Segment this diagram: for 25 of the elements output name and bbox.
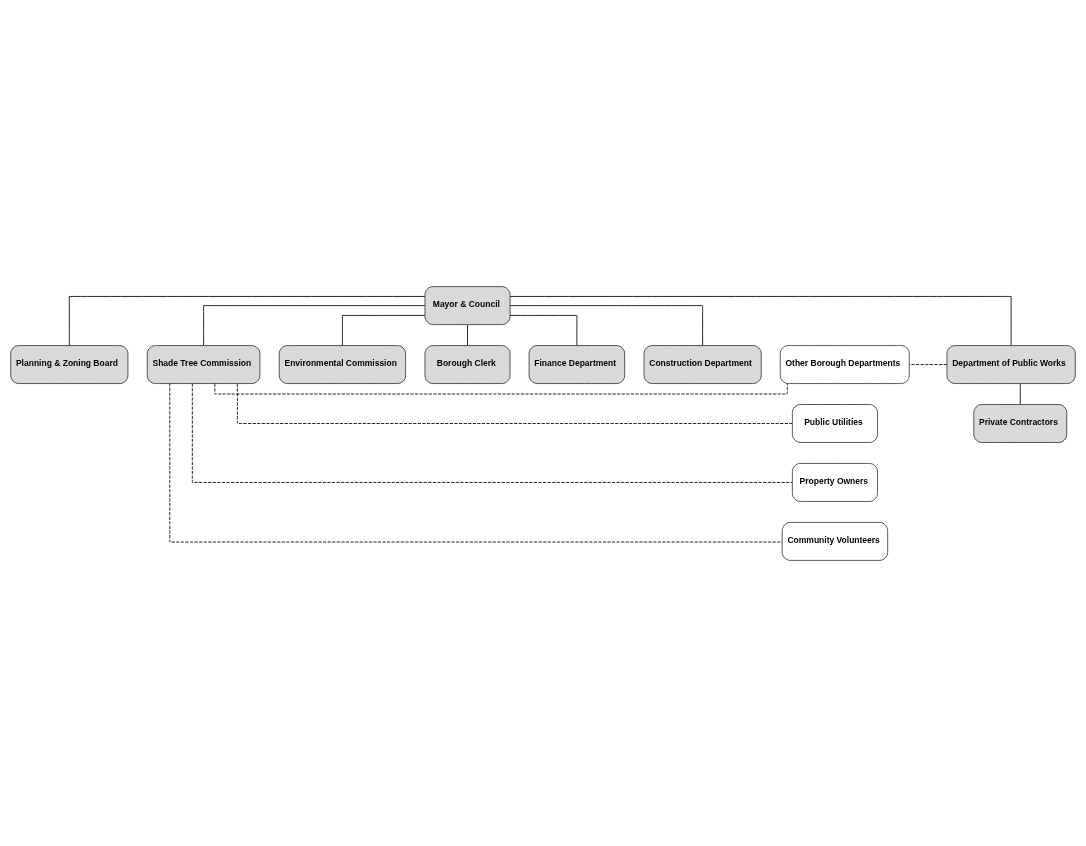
connector xyxy=(68,295,426,346)
connector xyxy=(342,314,426,346)
connector xyxy=(467,324,468,346)
node-box: Public Utilities xyxy=(792,403,878,443)
connector xyxy=(509,314,578,346)
node-box: Mayor & Council xyxy=(424,285,511,325)
connector xyxy=(203,304,426,346)
connector xyxy=(1019,382,1021,405)
node-box: Environmental Commission xyxy=(278,344,406,384)
connector xyxy=(191,382,793,483)
connector xyxy=(509,304,704,346)
connector xyxy=(236,382,793,424)
node-box: Planning & Zoning Board xyxy=(10,344,129,384)
connector xyxy=(169,382,783,542)
node-box: Property Owners xyxy=(792,462,878,502)
node-box: Shade Tree Commission xyxy=(146,344,261,384)
node-box: Community Volunteers xyxy=(781,521,888,561)
node-box: Other Borough Departments xyxy=(779,344,910,384)
connector xyxy=(509,295,1012,346)
node-box: Finance Department xyxy=(528,344,626,384)
node-box: Borough Clerk xyxy=(424,344,511,384)
node-box: Department of Public Works xyxy=(946,344,1076,384)
connector xyxy=(909,363,948,365)
node-box: Private Contractors xyxy=(973,403,1068,443)
node-box: Construction Department xyxy=(643,344,762,384)
